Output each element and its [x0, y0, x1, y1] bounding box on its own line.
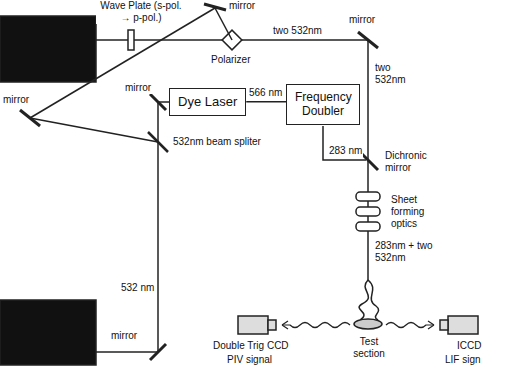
annotation-label: 532nm beam spliter [172, 136, 262, 148]
ccd-camera [238, 316, 268, 334]
annotation-label: mirror [348, 14, 376, 26]
annotation-label: Dichronic mirror [384, 150, 446, 174]
lens [356, 192, 380, 201]
annotation-label: Test section [346, 336, 392, 360]
annotation-label: Sheet forming optics [390, 194, 442, 230]
iccd-camera [448, 316, 478, 334]
box-label: Dye Laser [178, 94, 237, 110]
annotation-label: 532 nm [120, 282, 155, 294]
mirror-symbol [150, 344, 166, 360]
annotation-label: 283nm + two 532nm [374, 240, 446, 264]
annotation-label: Polarizer [210, 54, 251, 66]
mirror-symbol [204, 4, 226, 10]
annotation-label: PIV signal [226, 354, 273, 366]
signal-wave [282, 323, 350, 328]
beam [323, 126, 366, 160]
beam [157, 142, 159, 352]
flame [359, 280, 378, 320]
annotation-label: ICCD [456, 340, 482, 352]
annotation-label: two 532nm [374, 62, 416, 86]
annotation-label: two 532nm [272, 25, 323, 37]
annotation-label: 283 nm [328, 145, 363, 157]
process-box: Frequency Doubler [286, 84, 360, 125]
camera-lens [268, 320, 276, 330]
lens [356, 207, 380, 216]
signal-arrow [428, 321, 434, 329]
beam [215, 8, 232, 40]
beam-connector [246, 101, 286, 103]
annotation-label: Double Trig CCD [212, 340, 290, 352]
burner [354, 319, 382, 329]
process-box: Dye Laser [169, 88, 246, 116]
wavelength-label: 566 nm [248, 87, 283, 99]
annotation-label: Wave Plate (s-pol. → p-pol.) [96, 0, 186, 24]
annotation-label: mirror [228, 0, 256, 12]
beam [30, 118, 158, 142]
signal-arrow [282, 321, 288, 329]
annotation-label: mirror [110, 330, 138, 342]
lens [356, 222, 380, 231]
box-label: Frequency Doubler [295, 90, 351, 119]
wave-plate [128, 30, 134, 50]
laser-head [0, 300, 96, 365]
signal-wave [386, 323, 434, 328]
annotation-label: mirror [2, 94, 30, 106]
beam [96, 351, 158, 353]
mirror-symbol [150, 94, 166, 110]
annotation-label: mirror [124, 82, 152, 94]
annotation-label: LIF sign [444, 354, 482, 366]
camera-lens [440, 320, 448, 330]
laser-head [0, 16, 96, 82]
beam [157, 102, 159, 142]
